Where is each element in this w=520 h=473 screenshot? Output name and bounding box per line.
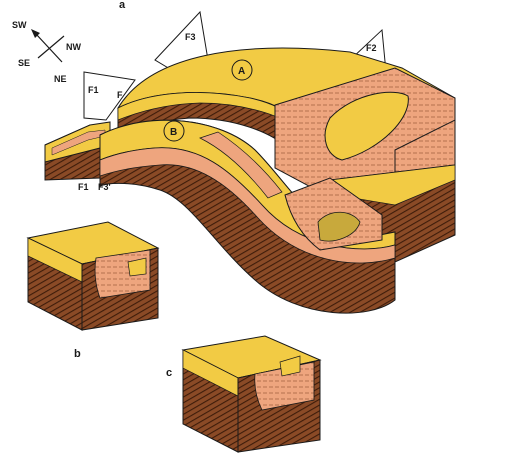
- compass-se: SE: [18, 58, 30, 68]
- panel-label-c: c: [166, 367, 172, 379]
- panel-label-b: b: [74, 348, 81, 360]
- svg-text:B: B: [170, 127, 177, 138]
- panel-b: b: [26, 221, 160, 360]
- fault-label-f2: F2: [366, 43, 377, 53]
- compass-arrow-icon: [31, 29, 40, 38]
- block-label-b: B: [163, 120, 185, 142]
- panel-b-fold-core: [127, 257, 147, 277]
- compass-sw: SW: [12, 20, 27, 30]
- block-label-a: A: [231, 59, 253, 81]
- block-b-top-salmon-strip: [199, 131, 283, 199]
- compass-rose: SW NW SE NE: [12, 20, 81, 84]
- compass-ne: NE: [54, 74, 67, 84]
- fault-label-f3-front: F3': [98, 182, 111, 192]
- panel-c-fold: [254, 361, 315, 411]
- block-b-fold-core: [317, 211, 361, 242]
- panel-a: a SW NW SE NE F1 F3 F2: [12, 0, 456, 314]
- fault-label-f1: F1: [88, 85, 99, 95]
- panel-c-fold-core: [279, 355, 301, 377]
- panel-label-a: a: [119, 0, 126, 11]
- fault-plane-f1: F1: [83, 71, 136, 121]
- compass-nw: NW: [66, 42, 81, 52]
- fault-label-f-small: F: [117, 90, 123, 100]
- panel-c: c: [166, 335, 322, 453]
- fault-label-f1-front: F1: [78, 182, 89, 192]
- block-b-salmon-band: [99, 147, 396, 264]
- svg-text:A: A: [238, 66, 245, 77]
- fold-core-yellow: [324, 91, 409, 161]
- fault-label-f3: F3: [185, 32, 196, 42]
